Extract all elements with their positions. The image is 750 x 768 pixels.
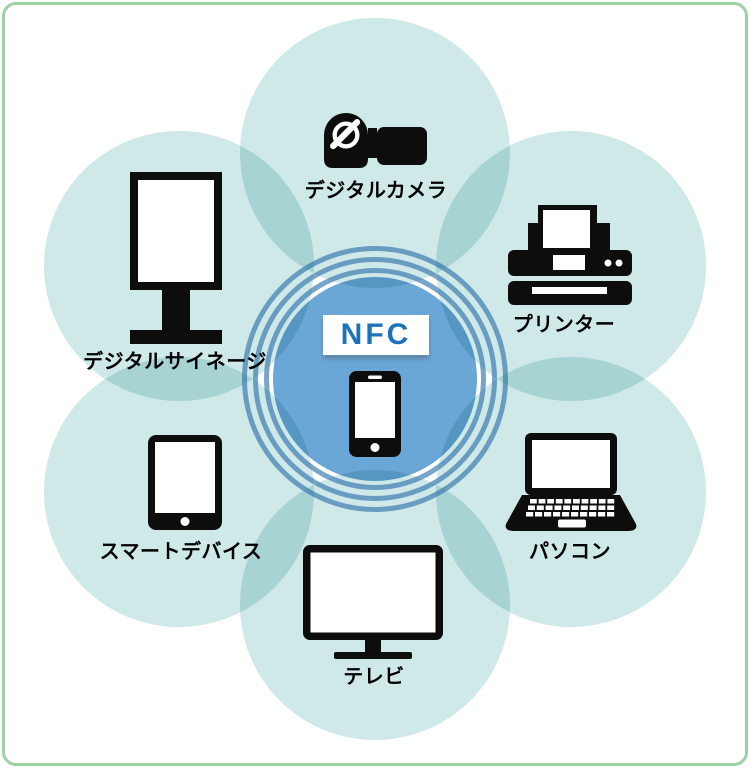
nfc-signal-ring-outer — [242, 246, 508, 512]
label-pc: パソコン — [529, 541, 611, 563]
tv-icon — [303, 545, 443, 659]
laptop-icon — [505, 433, 637, 533]
nfc-label: NFC — [340, 318, 412, 351]
printer-icon — [508, 205, 632, 305]
tablet-icon — [148, 435, 222, 530]
smartphone-icon — [349, 371, 401, 457]
nfc-label-box: NFC — [323, 315, 429, 355]
video-camera-icon — [323, 112, 427, 172]
digital-signage-icon — [130, 172, 222, 344]
label-digital-camera: デジタルカメラ — [304, 180, 448, 202]
label-tv: テレビ — [343, 666, 405, 688]
label-digital-signage: デジタルサイネージ — [83, 351, 267, 373]
label-smart-device: スマートデバイス — [99, 541, 263, 563]
label-printer: プリンター — [512, 314, 616, 336]
